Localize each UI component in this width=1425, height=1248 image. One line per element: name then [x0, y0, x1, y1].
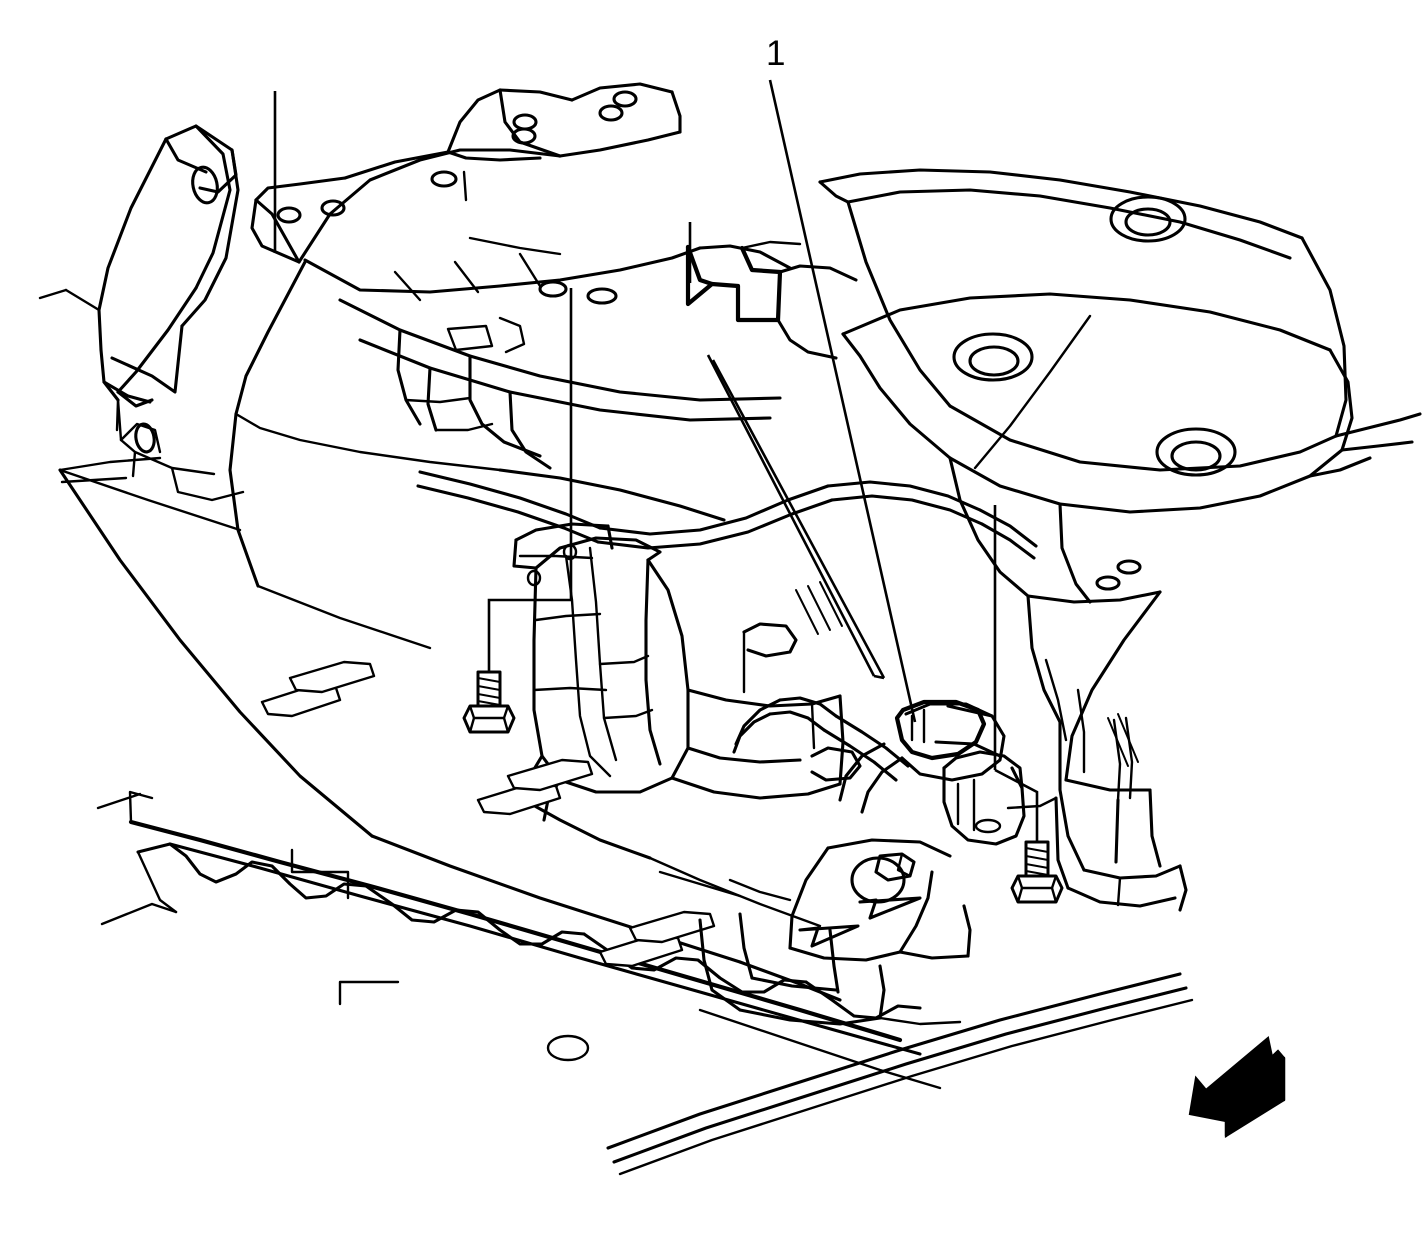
retainer-bracket-group — [838, 699, 1026, 846]
bolt-left — [462, 670, 516, 734]
bolt-right-group — [993, 505, 1064, 904]
floor-bead-pair — [260, 660, 376, 718]
weld-hatch-marks — [795, 581, 1139, 767]
rear-rail-junction-group — [948, 456, 1188, 912]
reinforcement-plate-group — [546, 838, 972, 1062]
panel-grommet — [1109, 195, 1187, 243]
callout-1-number: 1 — [766, 34, 786, 73]
front-crossmember-group — [38, 124, 245, 502]
panel-grommet — [1155, 427, 1237, 477]
small-arrowhead — [858, 896, 922, 920]
floor-bead-pair — [476, 758, 594, 816]
panel-grommet — [952, 332, 1034, 382]
small-arrowhead — [798, 924, 860, 948]
bolt-right — [1010, 840, 1064, 904]
frame-side-rail-group — [234, 82, 858, 522]
callout-1-leader — [768, 79, 917, 723]
front-of-vehicle-arrow — [1188, 1035, 1286, 1138]
section-pointer-v — [706, 354, 886, 680]
floor-bead-pair — [598, 910, 716, 968]
bolt-left-group — [462, 288, 573, 734]
underbody-panel-group — [818, 168, 1422, 514]
